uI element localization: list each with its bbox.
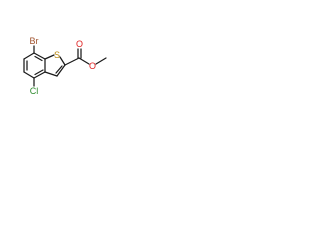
bonds — [23, 45, 107, 87]
bond-s-c2 — [59, 56, 66, 66]
molecule-canvas: Br S Cl O O — [0, 0, 152, 152]
bond-c2-c3 — [56, 64, 66, 77]
bond-c7-c6 — [23, 52, 35, 60]
bond-oester-ch3 — [95, 57, 107, 65]
atom-br: Br — [30, 36, 39, 46]
atom-s: S — [54, 50, 60, 60]
bond-c5-c4 — [23, 71, 35, 79]
bond-c4-c3a-inner — [34, 69, 44, 76]
bond-c7a-c7 — [33, 52, 46, 60]
bond-c7a-c7-inner — [34, 55, 43, 62]
bond-c3-c3a — [44, 71, 58, 77]
bond-c-oester — [78, 57, 90, 65]
bond-c4-c3a — [33, 71, 46, 79]
bond-c7a-s — [44, 54, 55, 60]
atom-o-ester: O — [89, 61, 96, 71]
bond-c2-c3-inner — [55, 65, 63, 74]
structure-drawing: Br S Cl O O — [23, 36, 107, 96]
atom-cl: Cl — [30, 86, 39, 96]
atom-o-carbonyl: O — [76, 39, 83, 49]
atom-labels: Br S Cl O O — [30, 36, 97, 96]
bond-c2-ccarbonyl — [64, 57, 80, 66]
